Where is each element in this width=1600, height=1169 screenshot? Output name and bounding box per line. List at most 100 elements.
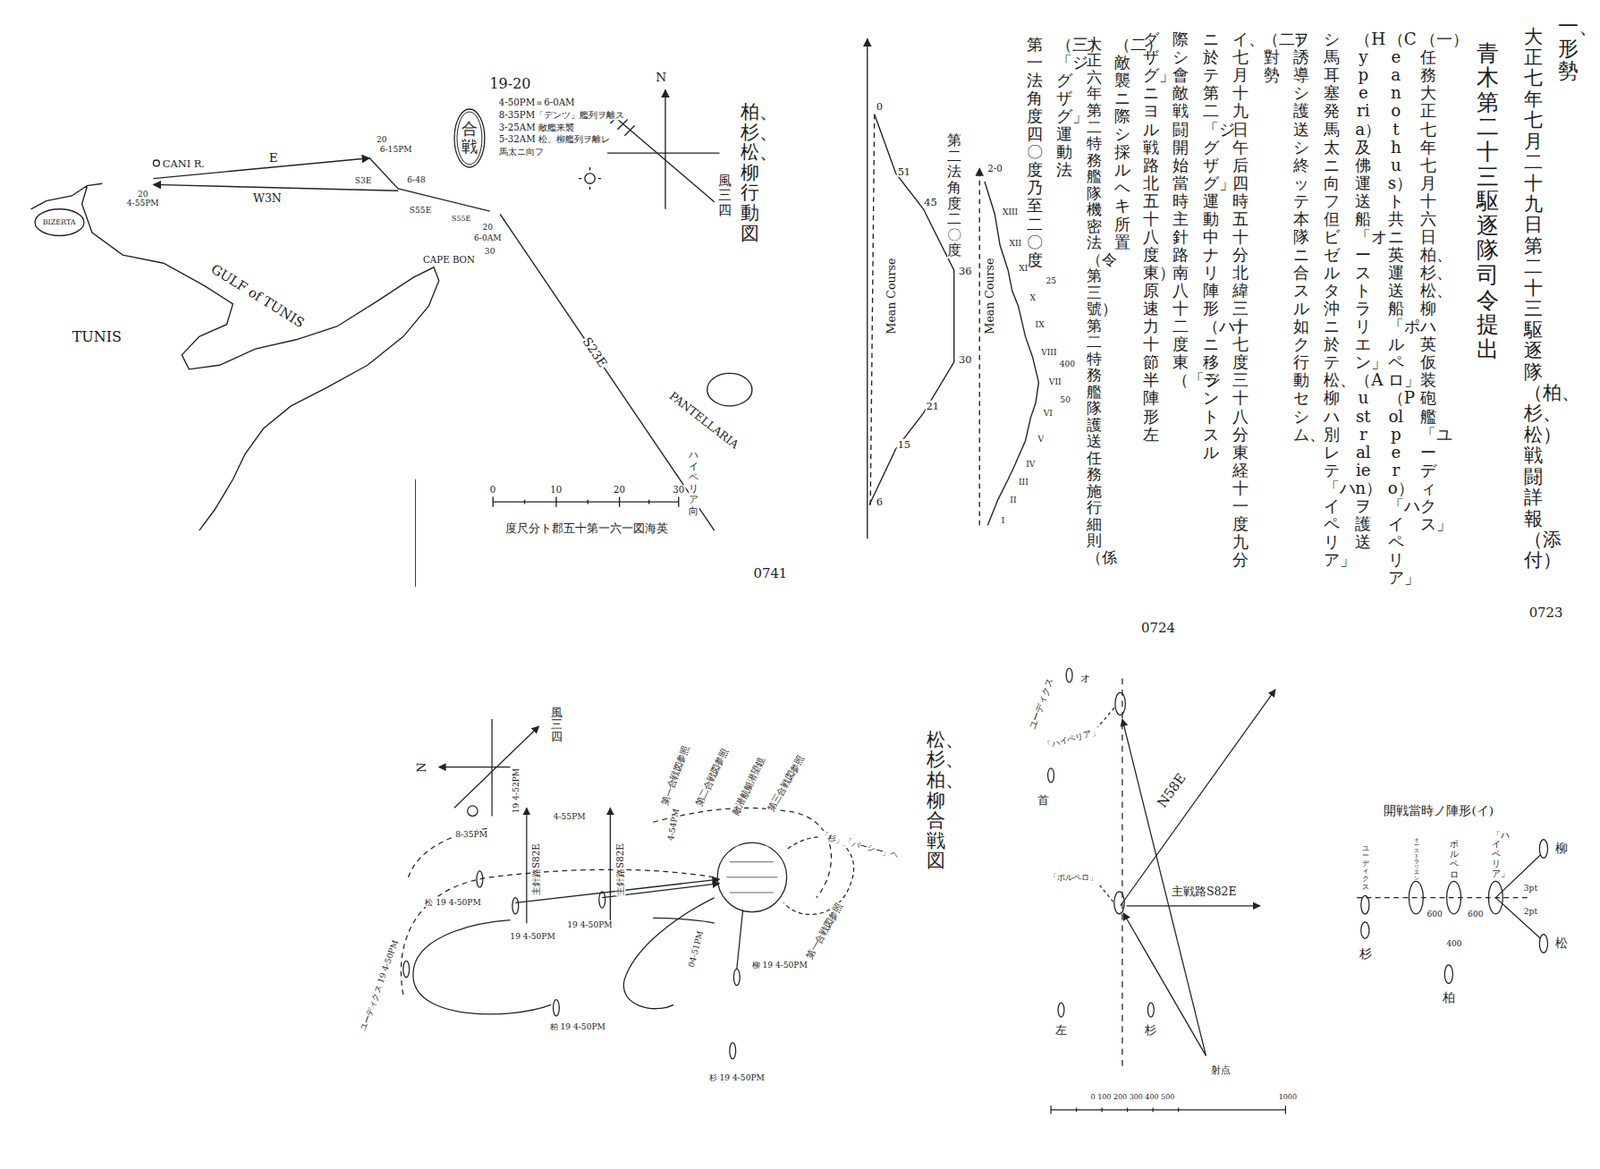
- annotation-label: X: [1028, 293, 1037, 303]
- annotation-label: XI: [1017, 263, 1029, 273]
- text-column: 「ハイペリア」: [1491, 830, 1501, 880]
- annotation-label: Mean Course: [983, 256, 997, 335]
- zigzag-diagram-stroke: [870, 114, 875, 506]
- annotation-label: 45: [922, 196, 939, 209]
- annotation-label: 第一合戦図参照: [804, 900, 846, 962]
- annotation-label: II: [1008, 495, 1017, 505]
- annotation-label: 19 4-50PM: [508, 931, 556, 941]
- annotation-label: XIII: [1001, 207, 1019, 217]
- oval-outline-outer: [454, 109, 485, 168]
- battle-map-stroke: [439, 766, 511, 768]
- annotation-label: 30: [957, 353, 974, 365]
- annotation-label: 0724: [1140, 620, 1177, 635]
- annotation-label: 松 19 4-50PM: [423, 897, 482, 907]
- route-map-stroke: [34, 209, 85, 237]
- annotation-label: 51: [897, 165, 913, 178]
- annotation-label: N: [654, 70, 668, 85]
- annotation-label: GULF of TUNIS: [207, 261, 308, 331]
- annotation-label: S3E: [354, 176, 373, 186]
- battle-map-stroke: [403, 960, 410, 977]
- battle-map-stroke: [736, 909, 744, 969]
- annotation-label: 20: [612, 484, 627, 495]
- annotation-label: 「ハイペリア」: [1041, 727, 1101, 752]
- battle-map-stroke: [476, 871, 483, 888]
- text-column: 第二法 角度二〇度: [947, 132, 962, 259]
- annotation-label: 600: [1466, 909, 1484, 919]
- text-column: 一、形勢: [1557, 15, 1579, 83]
- route-map-stroke: [492, 496, 679, 507]
- annotation-label: Mean Course: [885, 256, 898, 335]
- annotation-label: 0723: [1528, 604, 1565, 619]
- battle-map-stroke: [726, 862, 778, 893]
- attack-geometry-stroke: [1066, 668, 1073, 683]
- annotation-label: 6-15PM: [379, 144, 414, 154]
- annotation-label: 6: [875, 496, 884, 508]
- battle-map: [400, 719, 854, 1059]
- route-map-stroke: [31, 183, 440, 531]
- oval-outline-inner: [457, 111, 483, 165]
- annotation-label: 30: [483, 246, 497, 256]
- annotation-label: 柳: [1554, 842, 1569, 856]
- annotation-label: III: [1017, 477, 1030, 487]
- battle-map-stroke: [729, 1042, 737, 1059]
- annotation-label: 第三合戦図参照: [765, 753, 807, 814]
- attack-geometry-stroke: [1115, 692, 1126, 715]
- battle-map-stroke: [733, 968, 740, 985]
- annotation-label: 3-25AM 敵艦来襲: [498, 122, 576, 133]
- battle-map-stroke: [525, 807, 527, 923]
- annotation-label: 左: [1054, 1024, 1068, 1037]
- zigzag-diagram: [867, 38, 1040, 539]
- annotation-label: 1000: [1278, 1092, 1298, 1101]
- attack-geometry-stroke: [1096, 707, 1114, 902]
- annotation-label: 36: [957, 265, 974, 278]
- battle-map-stroke: [599, 891, 606, 908]
- text-column: 際シ會敵戦闘開始當時主針路南八十二度東（「ジ: [1172, 30, 1189, 390]
- route-map-stroke: [152, 158, 370, 179]
- text-column: （二）對勢: [1262, 30, 1279, 85]
- battle-map-stroke: [783, 837, 854, 915]
- annotation-label: 度尺分ト郡五十第一六一図海英: [504, 522, 669, 535]
- route-map: [31, 89, 753, 586]
- text-column: ニ於テ第二「ジグザグ」運動中ナリ陣形（ハ）ニ移ラントスル: [1202, 30, 1220, 462]
- zigzag-diagram-stroke: [869, 114, 955, 506]
- annotation-label: VI: [1042, 408, 1054, 418]
- route-map-stroke: [584, 173, 595, 184]
- attack-geometry-stroke: [1058, 1002, 1065, 1017]
- formation-diagram-stroke: [1444, 965, 1453, 984]
- annotation-label: S55E: [408, 205, 432, 215]
- attack-geometry-stroke: [1123, 913, 1206, 1057]
- text-column: グザグ」ニヨル戦路北五十八度東）原速力十節半陣形左: [1142, 30, 1160, 443]
- annotation-label: 20: [375, 135, 389, 144]
- text-column: 風三四: [718, 173, 732, 218]
- annotation-label: IX: [1034, 320, 1046, 330]
- annotation-label: 2-0: [986, 164, 1004, 175]
- annotation-label: I: [1000, 516, 1007, 525]
- battle-map-stroke: [553, 999, 560, 1016]
- annotation-label: 6-0AM: [473, 233, 503, 243]
- annotation-label: 首: [1036, 794, 1050, 807]
- formation-diagram-stroke: [1447, 880, 1462, 914]
- formation-diagram-stroke: [1539, 934, 1548, 954]
- annotation-label: 馬太ニ向フ: [498, 146, 545, 157]
- annotation-label: XII: [1007, 238, 1023, 248]
- text-column: 松、杉、柏、柳合戦図: [926, 729, 946, 872]
- formation-diagram-stroke: [1495, 855, 1541, 940]
- text-column: 青木 第二十三駆逐隊司令 提出: [1476, 41, 1499, 363]
- text-column: 大正七年七月二十九日 第二十三駆逐隊（柏、杉、松） 戦闘詳報（添付）: [1523, 25, 1543, 571]
- annotation-label: 600: [1425, 909, 1443, 919]
- annotation-label: 19 4-50PM: [566, 920, 613, 930]
- annotation-label: 柏: [1441, 990, 1457, 1005]
- route-map-stroke: [664, 89, 666, 209]
- annotation-label: 8-35PM「デンツ」艦列ヲ離ス: [498, 110, 626, 120]
- route-map-stroke: [499, 214, 715, 532]
- annotation-label: CANI R.: [161, 157, 206, 170]
- annotation-label: 敵潜航艇潜望鏡: [730, 754, 768, 818]
- route-map-stroke: [578, 167, 602, 190]
- formation-diagram-stroke: [1408, 880, 1423, 914]
- formation-diagram: [1356, 839, 1548, 984]
- attack-geometry-stroke: [1114, 891, 1125, 915]
- annotation-label: 「杉」「バーシー」ヘ: [818, 829, 900, 861]
- route-map-stroke: [607, 152, 720, 153]
- annotation-label: 25: [1044, 276, 1058, 286]
